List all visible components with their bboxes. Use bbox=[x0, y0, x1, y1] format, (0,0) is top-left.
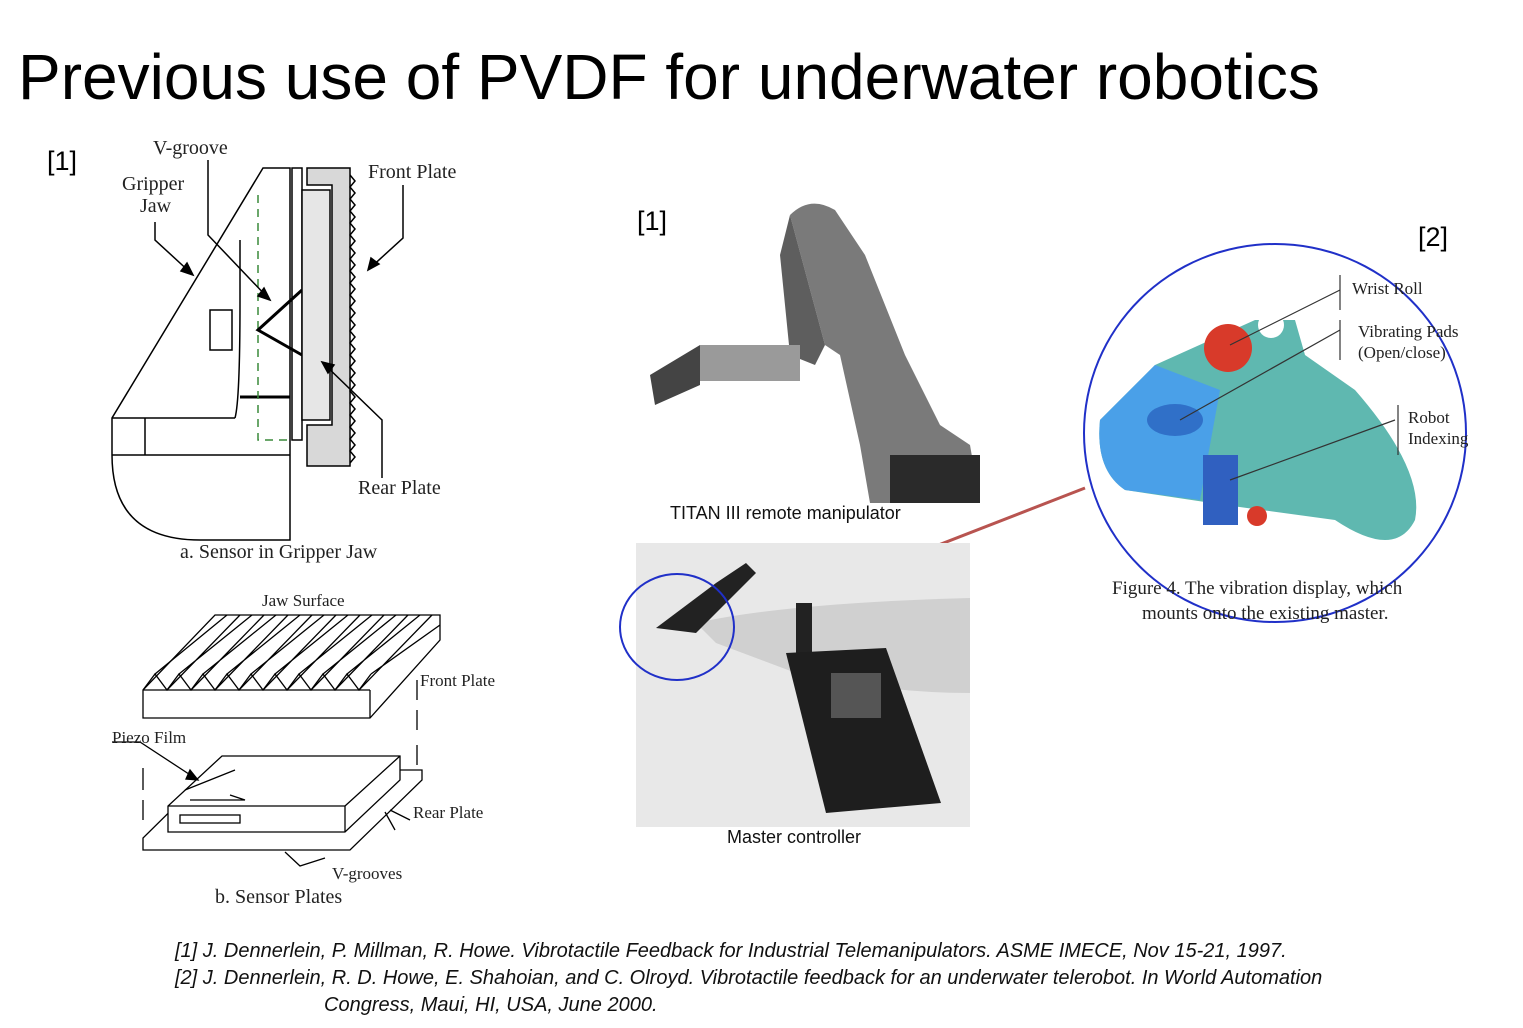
label-v-groove: V-groove bbox=[153, 137, 228, 159]
label-rear-plate-a: Rear Plate bbox=[358, 477, 441, 499]
citation-1: [1] J. Dennerlein, P. Millman, R. Howe. … bbox=[175, 940, 1287, 962]
gripper-jaw-diagram bbox=[111, 160, 404, 541]
sensor-plates-diagram bbox=[112, 614, 441, 867]
robot-arm-icon bbox=[650, 203, 980, 503]
ref-marker-2: [2] bbox=[1418, 222, 1449, 252]
label-indexing: Indexing bbox=[1408, 429, 1469, 448]
label-front-plate-b: Front Plate bbox=[420, 671, 496, 690]
slide-title: Previous use of PVDF for underwater robo… bbox=[18, 41, 1320, 113]
label-robot: Robot bbox=[1408, 408, 1450, 427]
label-piezo-film: Piezo Film bbox=[112, 728, 187, 747]
label-open-close: (Open/close) bbox=[1358, 343, 1446, 362]
label-vibrating-pads: Vibrating Pads bbox=[1358, 322, 1459, 341]
label-rear-plate-b: Rear Plate bbox=[413, 803, 484, 822]
titan-manipulator-photo bbox=[640, 195, 980, 503]
label-front-plate-a: Front Plate bbox=[368, 161, 457, 183]
ref-marker-1b: [1] bbox=[637, 206, 668, 236]
titan-caption: TITAN III remote manipulator bbox=[670, 503, 901, 523]
label-gripper: Gripper bbox=[122, 173, 185, 195]
label-v-grooves: V-grooves bbox=[332, 864, 403, 883]
master-controller-icon bbox=[656, 563, 970, 813]
label-jaw: Jaw bbox=[140, 195, 172, 217]
figure4-highlight-circle bbox=[1083, 243, 1467, 623]
figure4-caption-line1: Figure 4. The vibration display, which bbox=[1112, 578, 1403, 599]
label-wrist-roll: Wrist Roll bbox=[1352, 279, 1423, 298]
citation-2: [2] J. Dennerlein, R. D. Howe, E. Shahoi… bbox=[175, 967, 1323, 989]
caption-a: a. Sensor in Gripper Jaw bbox=[180, 541, 378, 563]
label-jaw-surface: Jaw Surface bbox=[262, 591, 345, 610]
caption-b: b. Sensor Plates bbox=[215, 886, 343, 908]
ref-marker-1a: [1] bbox=[47, 146, 78, 176]
figure4-caption-line2: mounts onto the existing master. bbox=[1142, 603, 1389, 624]
citation-2-continued: Congress, Maui, HI, USA, June 2000. bbox=[324, 994, 658, 1016]
hand-highlight-circle bbox=[619, 573, 735, 681]
master-caption: Master controller bbox=[727, 827, 862, 847]
